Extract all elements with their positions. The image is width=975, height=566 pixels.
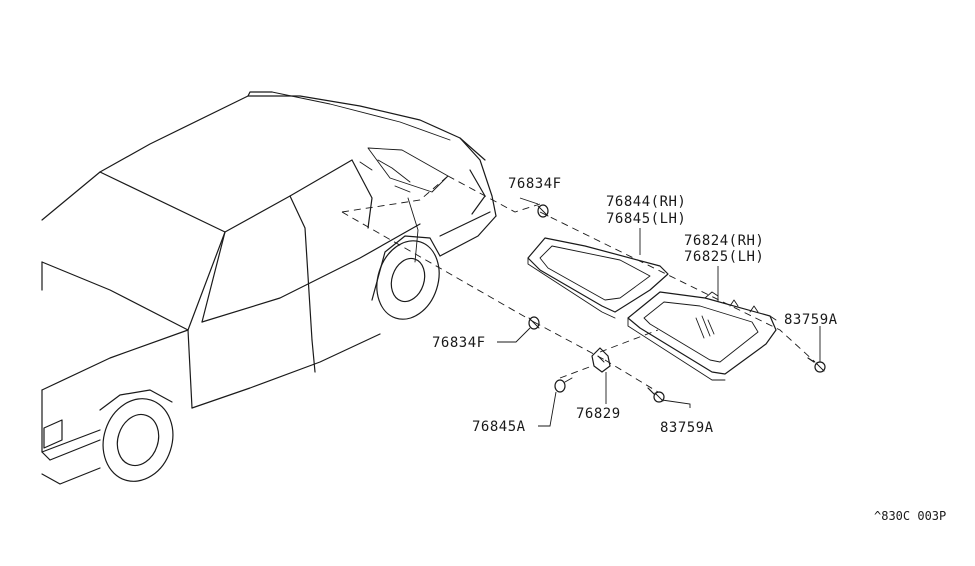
finisher-panel-76844 bbox=[527, 237, 669, 319]
label-76845-lh: 76845(LH) bbox=[606, 211, 686, 227]
reference-code: ^830C 003P bbox=[874, 509, 946, 523]
grommet-upper-icon bbox=[537, 204, 549, 218]
screw-right-icon bbox=[807, 357, 826, 373]
label-76845a: 76845A bbox=[472, 419, 526, 435]
leader-lines bbox=[497, 197, 821, 427]
clip-76845a-icon bbox=[554, 377, 573, 393]
label-83759a-right: 83759A bbox=[784, 312, 838, 328]
label-76829: 76829 bbox=[576, 406, 621, 422]
quarter-glass-76824 bbox=[627, 291, 777, 381]
label-76824-rh: 76824(RH) bbox=[684, 233, 764, 249]
label-83759a-lower: 83759A bbox=[660, 420, 714, 436]
assembly-guide-lines bbox=[341, 175, 816, 393]
screw-lower-icon bbox=[647, 387, 665, 403]
car-body-drawing bbox=[41, 91, 497, 485]
bracket-76829-icon bbox=[591, 347, 611, 373]
label-76834f-upper: 76834F bbox=[508, 176, 562, 192]
label-76825-lh: 76825(LH) bbox=[684, 249, 764, 265]
label-76834f-lower: 76834F bbox=[432, 335, 486, 351]
grommet-lower-icon bbox=[528, 316, 540, 330]
label-76844-rh: 76844(RH) bbox=[606, 194, 686, 210]
